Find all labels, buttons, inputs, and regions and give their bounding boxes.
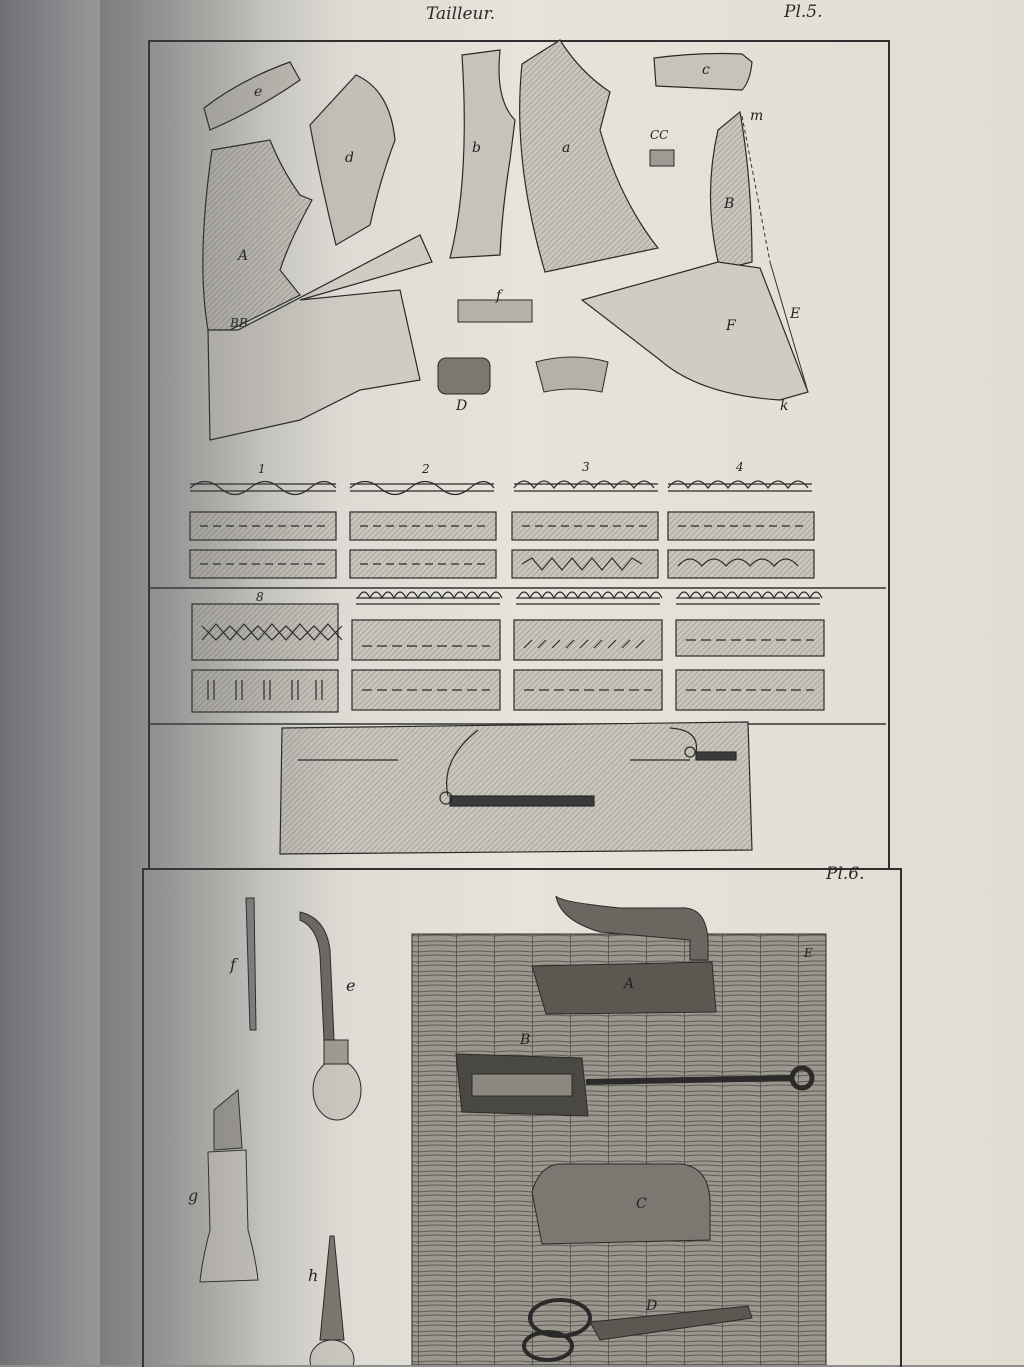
label-f: f — [496, 288, 502, 304]
label-e: e — [254, 84, 263, 100]
tool-label-A: A — [624, 976, 635, 992]
tool-h-point — [309, 1235, 355, 1365]
label-A: A — [238, 248, 249, 264]
plate-6-frame — [142, 868, 902, 1367]
pattern-piece-b — [449, 49, 516, 259]
label-a: a — [562, 140, 571, 156]
tool-label-h: h — [308, 1266, 319, 1285]
stitch-rows — [189, 480, 825, 713]
pattern-piece-a — [519, 39, 660, 273]
tool-e-awl — [299, 911, 362, 1121]
stitch-number-8: 8 — [256, 590, 264, 604]
iron-B — [455, 1053, 815, 1117]
label-k: k — [780, 398, 789, 414]
pattern-piece-D — [437, 357, 491, 395]
label-B: B — [724, 196, 735, 212]
pattern-piece-A — [202, 139, 433, 441]
scissors-D — [522, 1298, 753, 1362]
pattern-piece-CC — [649, 149, 675, 167]
label-m: m — [750, 108, 764, 124]
pattern-piece-sleeve — [203, 61, 396, 246]
needle-sample — [279, 721, 753, 855]
plate-number-bottom: Pl.6. — [826, 864, 865, 884]
tool-label-g: g — [188, 1186, 199, 1205]
label-b: b — [472, 140, 481, 156]
stitch-number-2: 2 — [422, 462, 430, 476]
stitch-number-1: 1 — [258, 462, 266, 476]
tool-f-bodkin — [245, 897, 257, 1031]
plate-title: Tailleur. — [426, 4, 496, 24]
label-E: E — [790, 306, 801, 322]
stitch-number-3: 3 — [582, 460, 590, 474]
tool-label-B: B — [520, 1032, 531, 1048]
tool-label-f: f — [230, 955, 236, 974]
book-spine-shadow — [0, 0, 110, 1365]
label-BB: BB — [230, 316, 248, 330]
tool-label-E: E — [804, 946, 813, 960]
tool-label-D: D — [646, 1298, 658, 1314]
label-F: F — [726, 318, 736, 334]
label-D: D — [456, 398, 468, 414]
label-d: d — [345, 150, 354, 166]
tool-label-C: C — [636, 1196, 647, 1212]
tool-label-e: e — [346, 976, 356, 995]
plate-number-top: Pl.5. — [784, 2, 823, 22]
pattern-piece-f — [457, 299, 533, 323]
iron-C — [531, 1163, 711, 1245]
label-CC: CC — [650, 128, 669, 142]
stitch-number-4: 4 — [736, 460, 744, 474]
pattern-piece-c — [653, 52, 753, 91]
pattern-piece-E — [535, 356, 609, 393]
iron-A — [531, 895, 717, 1015]
tool-g-knife — [199, 1088, 259, 1283]
label-c: c — [702, 62, 710, 78]
pattern-piece-B — [580, 110, 809, 401]
